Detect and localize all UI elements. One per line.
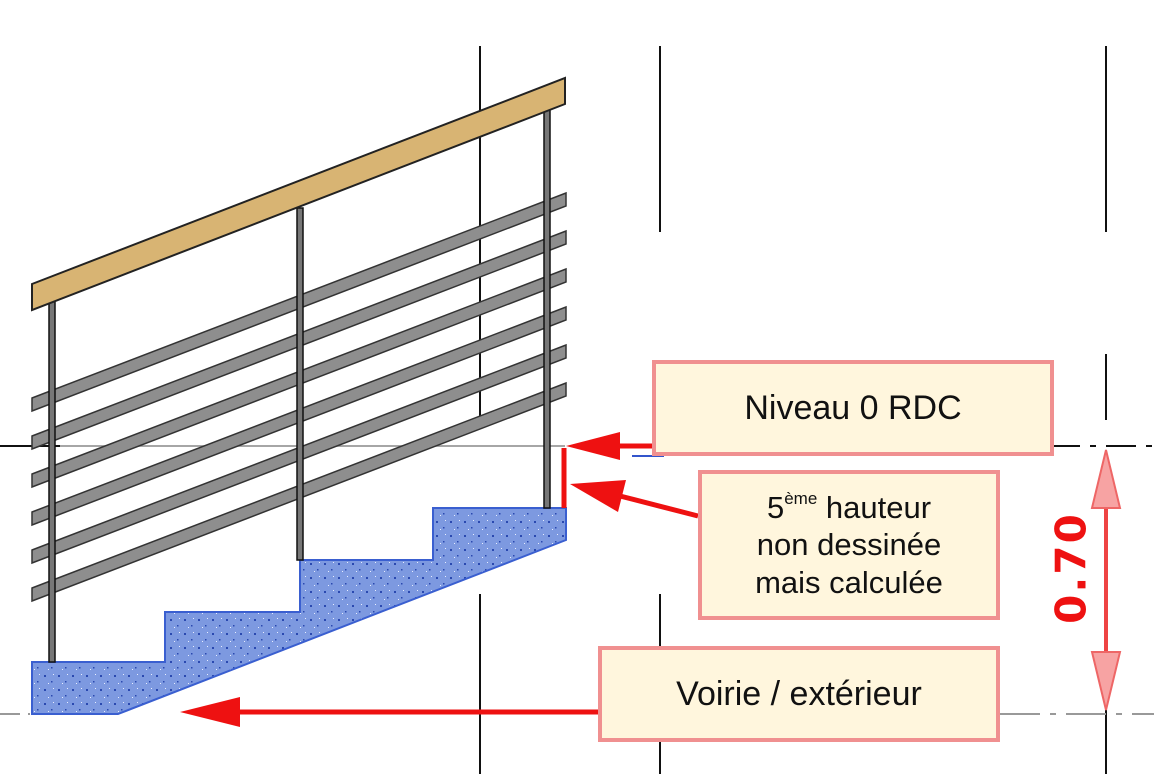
callout-level-text: Niveau 0 RDC [744,388,962,427]
callout-riser-line-1: 5ème hauteur [767,489,931,526]
arrow-street [180,697,598,727]
arrow-riser [570,480,699,519]
stair-body [31,507,567,715]
callout-level-rdc: Niveau 0 RDC [652,360,1054,456]
wooden-handrail [31,76,566,312]
callout-fifth-riser: 5ème hauteur non dessinée mais calculée [698,470,1000,620]
riser-line1-rest: hauteur [817,490,932,526]
callout-riser-line-3: mais calculée [755,564,943,600]
arrow-level [566,432,652,460]
callout-street-level: Voirie / extérieur [598,646,1000,742]
riser-number: 5 [766,490,785,526]
riser-superscript: ème [784,489,818,509]
callout-riser-line-2: non dessinée [756,527,942,563]
dimension-value: 0.70 [1046,512,1096,624]
callout-street-text: Voirie / extérieur [676,674,922,713]
dimension-arrow [1090,449,1122,711]
